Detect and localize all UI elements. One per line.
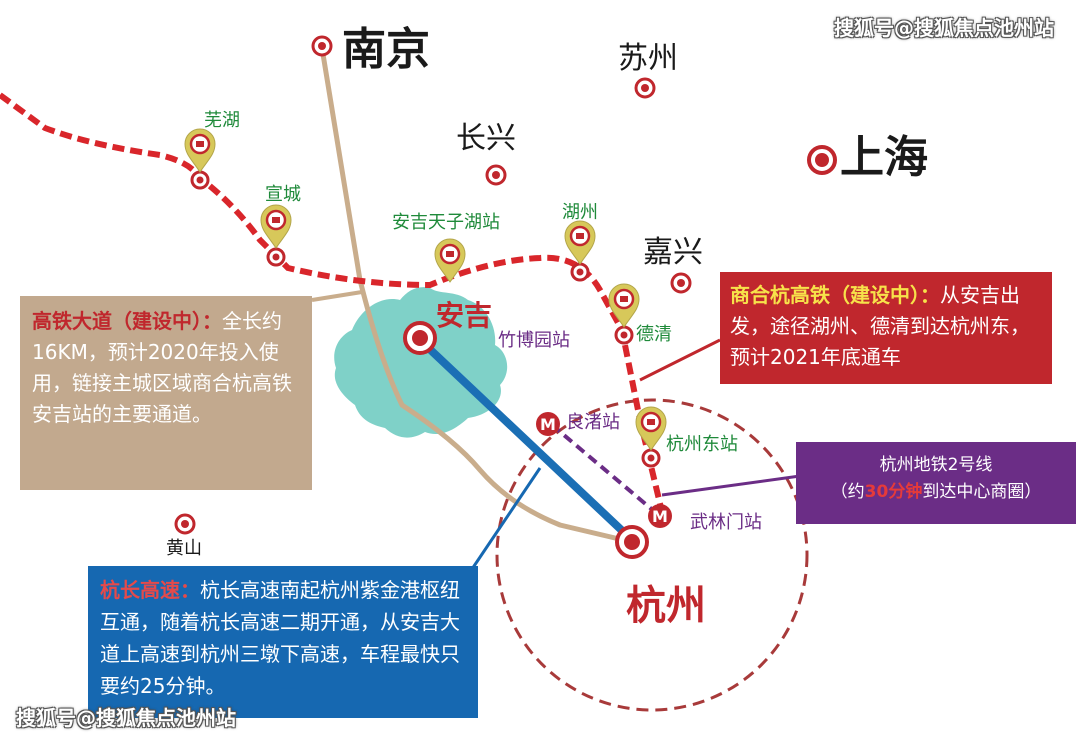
city-label-hangzhou: 杭州 <box>626 583 706 629</box>
expressway-pointer <box>466 467 542 576</box>
train-pin-icon <box>184 128 216 173</box>
station-label-hangzhou-east: 杭州东站 <box>666 434 738 455</box>
station-label-zhubo-park: 竹博园站 <box>498 330 570 351</box>
city-label-changxing: 长兴 <box>456 121 516 156</box>
station-pin-icons <box>184 128 667 451</box>
hsr-pointer <box>639 338 721 382</box>
station-label-wuhu: 芜湖 <box>204 110 240 131</box>
train-pin-icon <box>564 220 596 265</box>
metro-pointer <box>661 474 801 497</box>
station-label-xuancheng: 宣城 <box>265 184 301 205</box>
metro-callout-time: （约30分钟到达中心商圈） <box>830 482 1042 503</box>
station-label-anji-tianzihu: 安吉天子湖站 <box>392 212 500 233</box>
city-label-shanghai: 上海 <box>840 132 928 183</box>
expressway-callout: 杭长高速：杭长高速南起杭州紫金港枢纽互通，随着杭长高速二期开通，从安吉大道上高速… <box>88 566 478 718</box>
metro-station-icon: M <box>648 504 672 528</box>
train-pin-icon <box>260 204 292 249</box>
station-label-liangzhu: 良渚站 <box>566 412 620 433</box>
city-label-anji: 安吉 <box>436 299 493 332</box>
hsr-callout: 商合杭高铁（建设中）：从安吉出发，途径湖州、德清到达杭州东，预计2021年底通车 <box>720 272 1052 384</box>
watermark-bottom: 搜狐号@搜狐焦点池州站 <box>16 706 236 730</box>
anji-region <box>334 287 508 438</box>
metro-callout-duration: 30分钟 <box>864 482 923 503</box>
train-pin-icon <box>635 406 667 451</box>
expressway-callout-title: 杭长高速： <box>100 578 200 602</box>
hsr-callout-body: 从安吉出发，途径湖州、德清到达杭州东，预计2021年底通车 <box>730 283 1030 369</box>
city-label-huangshan: 黄山 <box>166 538 202 559</box>
city-label-jiaxing: 嘉兴 <box>643 235 703 270</box>
train-pin-icon <box>608 283 640 328</box>
city-label-suzhou: 苏州 <box>618 41 678 76</box>
avenue-callout-title: 高铁大道（建设中）： <box>32 309 222 333</box>
metro-line-2 <box>550 423 657 514</box>
city-label-nanjing: 南京 <box>342 24 430 75</box>
watermark-top: 搜狐号@搜狐焦点池州站 <box>834 16 1054 40</box>
metro-callout: 杭州地铁2号线 （约30分钟到达中心商圈） <box>796 442 1076 524</box>
hangzhou-area-circle <box>495 398 809 712</box>
avenue-pointer <box>311 290 363 302</box>
expressway-callout-body: 杭长高速南起杭州紫金港枢纽互通，随着杭长高速二期开通，从安吉大道上高速到杭州三墩… <box>100 578 460 698</box>
avenue-callout-body: 全长约16KM，预计2020年投入使用，链接主城区域商合杭高铁安吉站的主要通道。 <box>32 309 292 426</box>
metro-station-icon: M <box>536 412 560 436</box>
metro-callout-line: 杭州地铁2号线 <box>879 455 993 475</box>
svg-text:M: M <box>540 415 556 434</box>
hsr-callout-title: 商合杭高铁（建设中）： <box>730 283 940 307</box>
hsr-line <box>0 92 665 513</box>
train-pin-icon <box>434 238 466 283</box>
station-label-huzhou: 湖州 <box>562 202 598 223</box>
blue-expressway <box>416 336 636 544</box>
avenue-callout: 高铁大道（建设中）：全长约16KM，预计2020年投入使用，链接主城区域商合杭高… <box>20 296 312 490</box>
station-label-wulinmen: 武林门站 <box>690 512 762 533</box>
svg-text:M: M <box>652 507 668 526</box>
station-label-deqing: 德清 <box>636 324 672 345</box>
